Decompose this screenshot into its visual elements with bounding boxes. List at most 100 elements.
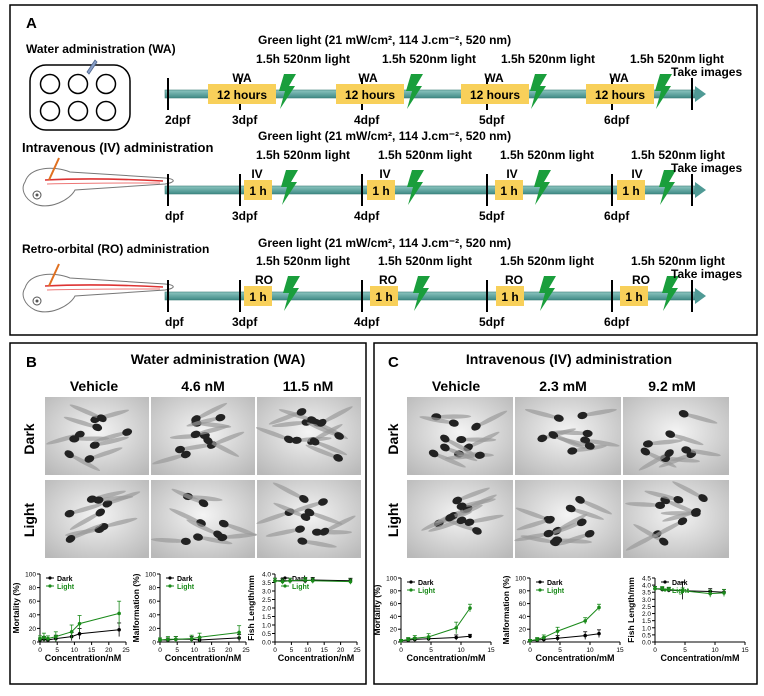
data-point [197, 635, 202, 640]
light-label: 1.5h 520nm light [501, 52, 595, 66]
larva-body [171, 488, 205, 504]
y-tick-label: 60 [149, 599, 157, 606]
y-tick-label: 2.0 [642, 611, 651, 618]
panel-c-col-high: 9.2 mM [648, 378, 695, 394]
y-tick-label: 60 [390, 601, 398, 608]
y-tick-label: 4.5 [642, 576, 651, 583]
treatment-block-label: 1 h [500, 184, 517, 198]
larva-head [678, 410, 689, 418]
treatment-block [208, 84, 276, 104]
x-tick-label: 5 [55, 647, 59, 654]
day-label: 3dpf [232, 113, 258, 127]
larva-head [180, 537, 191, 545]
x-tick-label: 0 [273, 647, 277, 654]
larva-head [584, 442, 595, 450]
data-point [310, 579, 315, 583]
treatment-block [244, 286, 272, 306]
legend-label: Dark [547, 580, 563, 587]
day-label: 6dpf [604, 209, 630, 223]
data-point [38, 636, 42, 641]
larva-head [448, 419, 459, 427]
larva-head [428, 449, 439, 458]
data-point [535, 637, 539, 642]
larva-head [665, 430, 676, 438]
data-point [288, 579, 292, 583]
larva-head [95, 508, 105, 517]
larva-head [474, 451, 485, 459]
panel-c: C Intravenous (IV) administration Vehicl… [372, 342, 758, 685]
legend-label: Dark [418, 580, 434, 587]
x-tick-label: 5 [175, 647, 179, 654]
data-point [348, 579, 353, 584]
legend-label: Light [292, 584, 310, 591]
larva-head [296, 408, 307, 416]
data-point [303, 578, 307, 582]
panel-b-title: Water administration (WA) [131, 351, 306, 367]
x-axis-label: Concentration/mM [406, 653, 485, 663]
x-tick-label: 15 [208, 647, 216, 654]
legend-marker [663, 580, 667, 584]
administration-marker: RO [255, 273, 273, 287]
larva-body [569, 507, 604, 520]
x-tick-label: 10 [711, 647, 719, 654]
take-images-label: Take images [671, 161, 742, 175]
larva-head [180, 450, 191, 459]
panel-b-letter: B [26, 354, 37, 371]
larva-head [456, 435, 467, 444]
day-label: 6dpf [604, 113, 630, 127]
light-label: 1.5h 520nm light [630, 52, 724, 66]
y-tick-label: 20 [390, 627, 398, 634]
y-tick-label: 1.5 [642, 618, 651, 625]
larva-head [300, 513, 311, 521]
larva-head [472, 527, 482, 535]
fish-pupil [35, 299, 39, 303]
x-tick-label: 25 [242, 647, 250, 654]
treatment-block [586, 84, 654, 104]
data-point [189, 636, 194, 641]
larva-body [68, 503, 104, 515]
larva-body [197, 536, 233, 545]
larva-head [198, 499, 209, 508]
larva-body [443, 437, 476, 456]
larva-body [69, 523, 103, 540]
light-bolt-icon [659, 170, 676, 205]
larva-head [193, 533, 203, 541]
administration-marker: WA [358, 71, 378, 85]
larva-head [333, 454, 343, 462]
larva-body [186, 519, 219, 536]
larva-head [471, 422, 481, 431]
y-tick-label: 80 [519, 588, 527, 595]
larva-head [283, 435, 294, 444]
larva-head [456, 502, 467, 510]
x-axis-label: Concentration/nM [45, 653, 122, 663]
larva-head [640, 447, 651, 456]
larva-body [449, 504, 483, 519]
legend-label: Light [547, 588, 565, 595]
data-point [454, 635, 459, 640]
treatment-block [244, 180, 272, 200]
row-iv-title: Intravenous (IV) administration [22, 140, 213, 155]
data-point [42, 635, 46, 640]
larva-head [309, 437, 320, 446]
data-point [528, 638, 532, 643]
y-tick-label: 40 [519, 614, 527, 621]
larva-head [69, 435, 80, 443]
legend-marker [538, 580, 542, 584]
y-tick-label: 3.0 [642, 597, 651, 604]
treatment-block-label: 1 h [622, 184, 639, 198]
larva-body [194, 425, 230, 436]
larva-body [432, 452, 466, 468]
light-label: 1.5h 520nm light [378, 148, 472, 162]
larva-body [638, 452, 671, 471]
series-line-light [400, 607, 471, 642]
larva-head [655, 501, 666, 509]
larva-body [460, 498, 496, 508]
well-plate-icon [29, 59, 131, 131]
larva-head [537, 434, 548, 443]
